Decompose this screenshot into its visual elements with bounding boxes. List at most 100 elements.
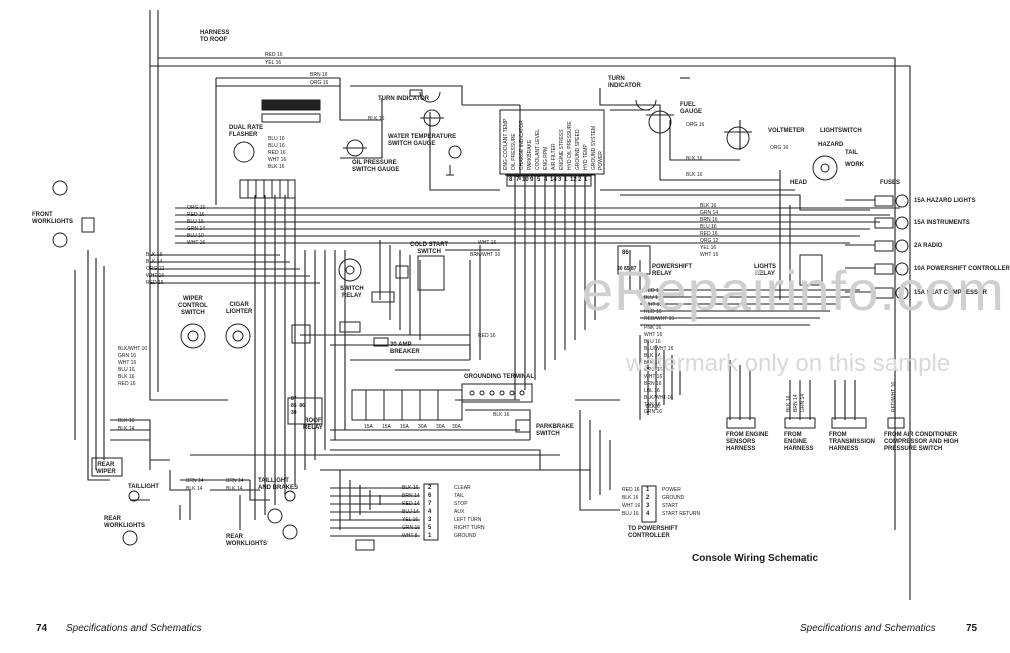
connector-pin: 9 [530, 177, 534, 183]
wire-label: BLK 16 [700, 203, 717, 209]
wire-label: BLK 14 [186, 486, 203, 492]
wire-label-vertical: BRN 14 [793, 394, 799, 412]
wire-label: RED 16 [265, 52, 283, 58]
label-switch-relay: SWITCH RELAY [340, 286, 364, 299]
wire-label: RED 16 [644, 309, 662, 315]
label-wiper-switch: WIPER CONTROL SWITCH [178, 296, 208, 316]
wire-label: BRN 14 [226, 478, 244, 484]
harness-function: AUX [454, 509, 465, 515]
connector-pin: 5 [537, 177, 541, 183]
label-head: HEAD [790, 180, 808, 186]
fuse-value: 15A [400, 424, 409, 430]
wire-label: BRN 16 [310, 72, 328, 78]
harness-pin: 4 [428, 509, 432, 515]
fuse-label: 2A RADIO [914, 243, 943, 249]
wire-label: RED 16 [478, 333, 496, 339]
connector-pin: 14 [550, 177, 557, 183]
wire-label: WHT 16 [187, 240, 206, 246]
wire-label: BLK 6 [646, 404, 660, 410]
wire-label: WHT 16 [644, 374, 663, 380]
harness-pin: 7 [428, 501, 432, 507]
wire-label: RED 16 [118, 381, 136, 387]
wire-label-vertical: GRN 14 [800, 393, 806, 412]
connector-pin: 2 [578, 177, 582, 183]
wire-label: BLK 16 [686, 156, 703, 162]
wire-label: BRN/WHT 16 [470, 252, 501, 258]
wire-label: ORG 16 [187, 205, 206, 211]
fuse-value: 30A [418, 424, 427, 430]
wire-label: RED 16 [146, 280, 164, 286]
gauge-legend-item: ENG COOLANT TEMP [503, 118, 509, 171]
wire-label: BRN 16 [700, 217, 718, 223]
wire-label: GRN 16 [402, 525, 421, 531]
gauge-legend-item: GROUND SPEED [575, 129, 581, 170]
label-taillight: TAILLIGHT [128, 484, 159, 490]
label-from-engine-sensors: FROM ENGINE SENSORS HARNESS [726, 432, 769, 452]
gauge-legend-item: AIR FILTER [551, 143, 557, 170]
label-rear-wiper: REAR WIPER [96, 462, 116, 475]
label-turn-indicator-right: TURN INDICATOR [608, 76, 641, 89]
wire-label: ORG 16 [686, 122, 705, 128]
label-rear-worklights-left: REAR WORKLIGHTS [104, 516, 145, 529]
label-water-temperature: WATER TEMPERATURE SWITCH GAUGE [388, 134, 457, 147]
connector-pin: 7 [516, 177, 520, 183]
label-harness-to-roof: HARNESS TO ROOF [200, 30, 230, 43]
relay-pins: 30 85 87 [617, 266, 637, 272]
relay-pin-86: 86 [622, 250, 629, 256]
gauge-legend-item: CHARGE INDICATOR [519, 120, 525, 170]
label-from-engine: FROM ENGINE HARNESS [784, 432, 814, 452]
wire-label: BLU 16 [187, 219, 204, 225]
label-roof-relay: ROOF RELAY [303, 418, 323, 431]
gauge-legend-item: COOLANT LEVEL [535, 128, 541, 170]
connector-pin: 4 [544, 177, 548, 183]
roof-relay-pins: 87 85 86 30 [291, 396, 305, 416]
wire-label: ORG 16 [644, 367, 663, 373]
wire-label: LBL 16 [644, 388, 660, 394]
wire-label: WHT 8 [402, 533, 418, 539]
wire-label: ORG 12 [700, 238, 719, 244]
label-breaker: 30 AMP BREAKER [390, 342, 420, 355]
harness-pin: 1 [428, 533, 432, 539]
wire-label: RED 16 [644, 288, 662, 294]
wire-label: WHT 16 [478, 240, 497, 246]
wire-label: GRN 14 [700, 210, 719, 216]
wire-label: WHT 16 [644, 302, 663, 308]
harness-function: STOP [454, 501, 468, 507]
label-voltmeter: VOLTMETER [768, 128, 805, 134]
gauge-legend-item: HYD TEMP [583, 144, 589, 170]
label-fuel-gauge: FUEL GAUGE [680, 102, 703, 115]
fuse-label: 15A HAZARD LIGHTS [914, 198, 976, 204]
harness-function: CLEAR [454, 485, 471, 491]
wire-label: GRN 16 [644, 409, 663, 415]
watermark-note: watermark only on this sample [626, 350, 951, 377]
harness-pin: 6 [428, 493, 432, 499]
fuse-value: 15A [382, 424, 391, 430]
wire-label-vertical: RED/WHT 16 [891, 381, 897, 412]
wire-label: BLK 16 [686, 172, 703, 178]
wire-label: BLK 16 [622, 495, 639, 501]
label-powershift-relay: POWERSHIFT RELAY [652, 264, 692, 277]
harness-pin: 3 [428, 517, 432, 523]
wire-label: BLK/WHT 16 [118, 346, 148, 352]
wire-label: BLK 14 [118, 426, 135, 432]
label-hazard: HAZARD [818, 142, 844, 148]
label-lights-relay: LIGHTS RELAY [754, 264, 776, 277]
fuse-label: 15A INSTRUMENTS [914, 220, 970, 226]
wire-label: BLU/WHT 16 [644, 346, 674, 352]
wire-label: WHT 16 [146, 273, 165, 279]
watermark-site: eRepairinfo.com [582, 259, 1005, 322]
harness-function: RIGHT TURN [454, 525, 485, 531]
wire-label: WHT 16 [700, 252, 719, 258]
wire-label: BLK 16 [644, 360, 661, 366]
connector-pin: 12 [570, 177, 577, 183]
wire-label: ORG 16 [770, 145, 789, 151]
label-from-ac: FROM AIR CONDITIONER COMPRESSOR AND HIGH… [884, 432, 959, 452]
harness-function: GROUND [454, 533, 477, 539]
label-oil-pressure: OIL PRESSURE SWITCH GAUGE [352, 160, 400, 173]
footer-right-text: Specifications and Schematics [800, 623, 936, 634]
wire-label: BLK 16 [368, 116, 385, 122]
wire-label: BLU 16 [268, 136, 285, 142]
gauge-legend-item: HYD OIL PRESSURE [567, 121, 573, 170]
wire-label: BLU 16 [268, 143, 285, 149]
wire-label: BLK 14 [226, 486, 243, 492]
